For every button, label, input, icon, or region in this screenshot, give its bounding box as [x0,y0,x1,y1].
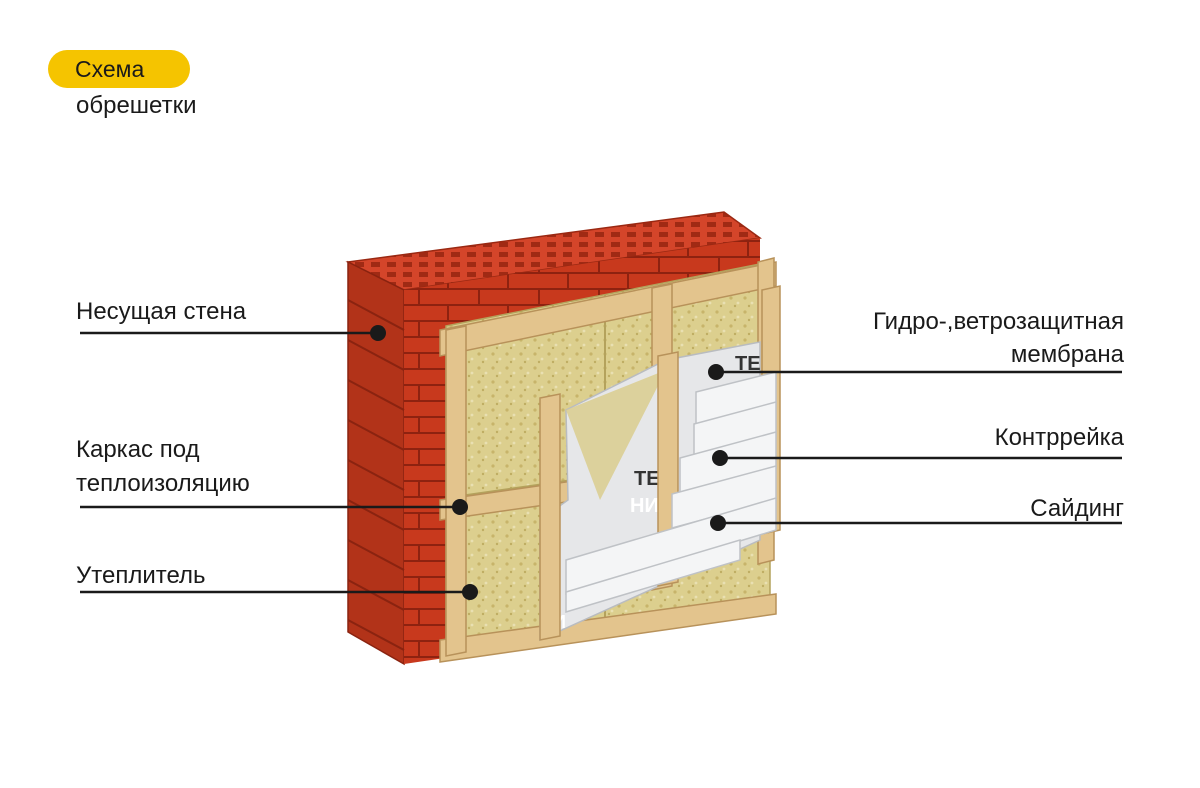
label-membrane-line2: мембрана [1010,341,1124,368]
label-frame-line2: теплоизоляцию [76,470,250,497]
dot-siding [710,515,726,531]
title-badge: Схема [48,50,190,88]
dot-membrane [708,364,724,380]
label-frame-line1: Каркас под [76,436,200,463]
label-load-bearing-wall: Несущая стена [76,298,247,325]
label-counter-batten: Контррейка [994,424,1124,451]
counter-batten-1 [539,393,561,641]
dot-load-bearing-wall [370,325,386,341]
membrane-print-3: НИ [630,495,659,517]
membrane-print-2: ТЕ [634,468,660,490]
dot-frame [452,499,468,515]
membrane-print-1: ТЕ [735,353,761,375]
leader-lines [80,331,1122,594]
dot-insulation [462,584,478,600]
label-membrane-line1: Гидро-,ветрозащитная [873,308,1124,335]
page-subtitle: обрешетки [76,92,197,119]
leader-dots [370,325,728,600]
frame-left-post [445,325,467,657]
label-siding: Сайдинг [1030,495,1124,522]
frame-bottom-beam [439,593,777,663]
frame-top-beam [439,261,777,357]
dot-counter-batten [712,450,728,466]
title-badge-text: Схема [75,56,145,82]
label-insulation: Утеплитель [76,562,206,589]
brick-wall-side [347,260,405,666]
